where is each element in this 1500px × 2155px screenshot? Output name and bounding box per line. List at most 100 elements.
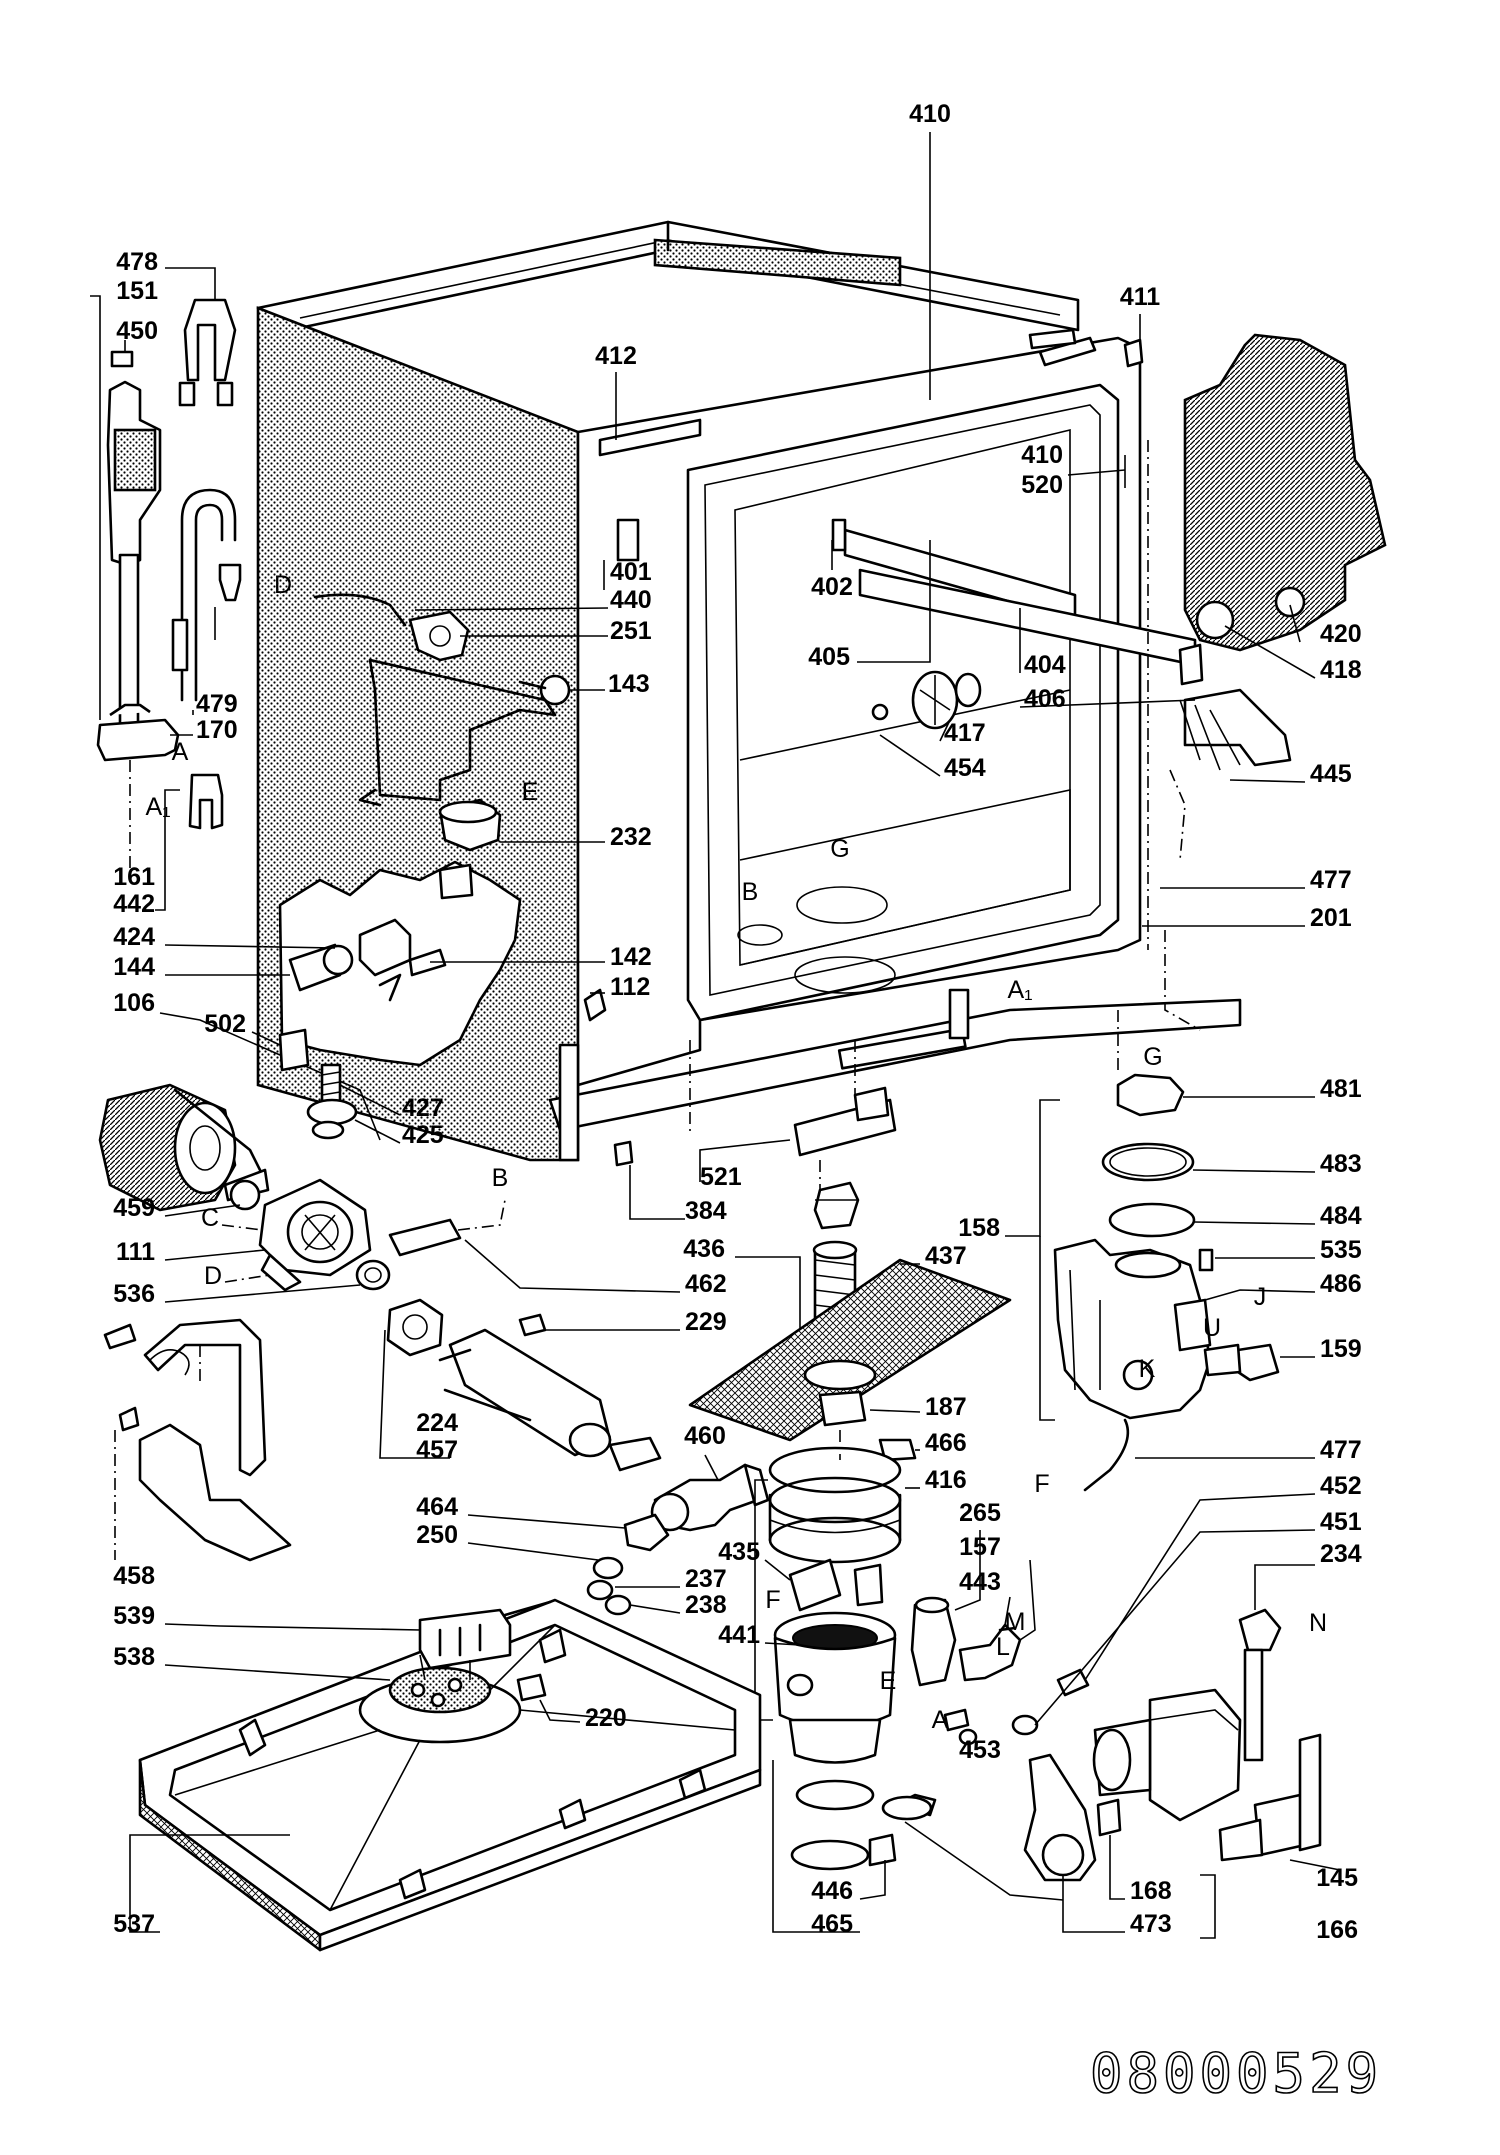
part-label-232: 232 bbox=[610, 823, 652, 851]
part-label-538: 538 bbox=[113, 1643, 155, 1671]
part-label-416: 416 bbox=[925, 1466, 967, 1494]
part-label-536: 536 bbox=[113, 1280, 155, 1308]
part-label-473: 473 bbox=[1130, 1910, 1172, 1938]
part-label-535: 535 bbox=[1320, 1236, 1362, 1264]
part-label-161: 161 bbox=[113, 863, 155, 891]
side-insulation-panel bbox=[1179, 333, 1387, 771]
part-label-410: 410 bbox=[909, 100, 951, 128]
connection-letter: J bbox=[1254, 1283, 1267, 1311]
part-label-157: 157 bbox=[959, 1533, 1001, 1561]
part-label-220: 220 bbox=[585, 1704, 627, 1732]
connection-letter: F bbox=[1034, 1470, 1049, 1498]
leader-lines bbox=[603, 132, 1316, 927]
part-label-459: 459 bbox=[113, 1194, 155, 1222]
part-label-441: 441 bbox=[718, 1621, 760, 1649]
part-label-111: 111 bbox=[116, 1238, 155, 1266]
part-label-464: 464 bbox=[416, 1493, 458, 1521]
part-label-159: 159 bbox=[1320, 1335, 1362, 1363]
part-label-229: 229 bbox=[685, 1308, 727, 1336]
connection-letter: A bbox=[932, 1706, 949, 1734]
connection-letter: D bbox=[274, 571, 292, 599]
part-label-425: 425 bbox=[402, 1121, 444, 1149]
part-label-502: 502 bbox=[204, 1010, 246, 1038]
part-label-144: 144 bbox=[113, 953, 155, 981]
panel-components bbox=[164, 593, 609, 1022]
part-label-158: 158 bbox=[958, 1214, 1000, 1242]
part-label-440: 440 bbox=[610, 586, 652, 614]
connection-letter: F bbox=[765, 1586, 780, 1614]
part-label-151: 151 bbox=[116, 277, 158, 305]
part-label-436: 436 bbox=[683, 1235, 725, 1263]
part-label-142: 142 bbox=[610, 943, 652, 971]
connection-letter: K bbox=[1139, 1355, 1156, 1383]
part-label-234: 234 bbox=[1320, 1540, 1362, 1568]
part-label-458: 458 bbox=[113, 1562, 155, 1590]
part-label-251: 251 bbox=[610, 617, 652, 645]
part-label-451: 451 bbox=[1320, 1508, 1362, 1536]
document-number: 08000529 bbox=[1090, 2042, 1382, 2105]
connection-letter: C bbox=[201, 1204, 219, 1232]
part-label-410: 410 bbox=[1021, 441, 1063, 469]
connection-letter: D bbox=[204, 1262, 222, 1290]
part-label-445: 445 bbox=[1310, 760, 1352, 788]
part-label-250: 250 bbox=[416, 1521, 458, 1549]
part-label-539: 539 bbox=[113, 1602, 155, 1630]
part-label-465: 465 bbox=[811, 1910, 853, 1938]
connection-letter: U bbox=[1203, 1314, 1221, 1342]
part-label-187: 187 bbox=[925, 1393, 967, 1421]
part-label-442: 442 bbox=[113, 890, 155, 918]
part-label-483: 483 bbox=[1320, 1150, 1362, 1178]
part-label-417: 417 bbox=[944, 719, 986, 747]
connection-letter: A bbox=[172, 738, 189, 766]
circulation-hoses bbox=[379, 1199, 770, 1616]
part-label-404: 404 bbox=[1024, 651, 1066, 679]
part-label-224: 224 bbox=[416, 1409, 458, 1437]
part-label-401: 401 bbox=[610, 558, 652, 586]
part-label-466: 466 bbox=[925, 1429, 967, 1457]
part-label-477: 477 bbox=[1310, 866, 1352, 894]
connection-letter: B bbox=[492, 1164, 509, 1192]
part-label-481: 481 bbox=[1320, 1075, 1362, 1103]
connection-letter: B bbox=[742, 878, 759, 906]
part-label-460: 460 bbox=[684, 1422, 726, 1450]
part-label-106: 106 bbox=[113, 989, 155, 1017]
part-label-238: 238 bbox=[685, 1591, 727, 1619]
part-label-457: 457 bbox=[416, 1436, 458, 1464]
connection-letter: N bbox=[1309, 1609, 1327, 1637]
part-label-450: 450 bbox=[116, 317, 158, 345]
part-label-486: 486 bbox=[1320, 1270, 1362, 1298]
part-label-462: 462 bbox=[685, 1270, 727, 1298]
part-label-454: 454 bbox=[944, 754, 986, 782]
part-label-406: 406 bbox=[1024, 685, 1066, 713]
connection-letter: G bbox=[1143, 1043, 1162, 1071]
sump-assembly bbox=[688, 1086, 1012, 1933]
part-label-484: 484 bbox=[1320, 1202, 1362, 1230]
part-label-446: 446 bbox=[811, 1877, 853, 1905]
part-label-170: 170 bbox=[196, 716, 238, 744]
part-label-237: 237 bbox=[685, 1565, 727, 1593]
connection-letter: E bbox=[522, 778, 539, 806]
part-label-420: 420 bbox=[1320, 620, 1362, 648]
part-label-520: 520 bbox=[1021, 471, 1063, 499]
connection-letter: M bbox=[1005, 1608, 1026, 1636]
part-label-479: 479 bbox=[196, 690, 238, 718]
part-label-418: 418 bbox=[1320, 656, 1362, 684]
part-label-201: 201 bbox=[1310, 904, 1352, 932]
part-number-labels: 4104781514504124114105204014402514024204… bbox=[113, 100, 1362, 1944]
small-fixings bbox=[251, 1028, 685, 1220]
part-label-478: 478 bbox=[116, 248, 158, 276]
part-label-265: 265 bbox=[959, 1499, 1001, 1527]
base-plate bbox=[129, 1598, 762, 1952]
part-label-143: 143 bbox=[608, 670, 650, 698]
motor-bracket bbox=[103, 1318, 292, 1562]
part-label-424: 424 bbox=[113, 923, 155, 951]
connection-letter: A₁ bbox=[1007, 976, 1032, 1004]
part-label-521: 521 bbox=[700, 1163, 742, 1191]
part-label-437: 437 bbox=[925, 1242, 967, 1270]
connection-letter: A₁ bbox=[145, 793, 170, 821]
part-label-405: 405 bbox=[808, 643, 850, 671]
part-label-112: 112 bbox=[610, 973, 650, 1001]
connection-letter: E bbox=[880, 1667, 897, 1695]
